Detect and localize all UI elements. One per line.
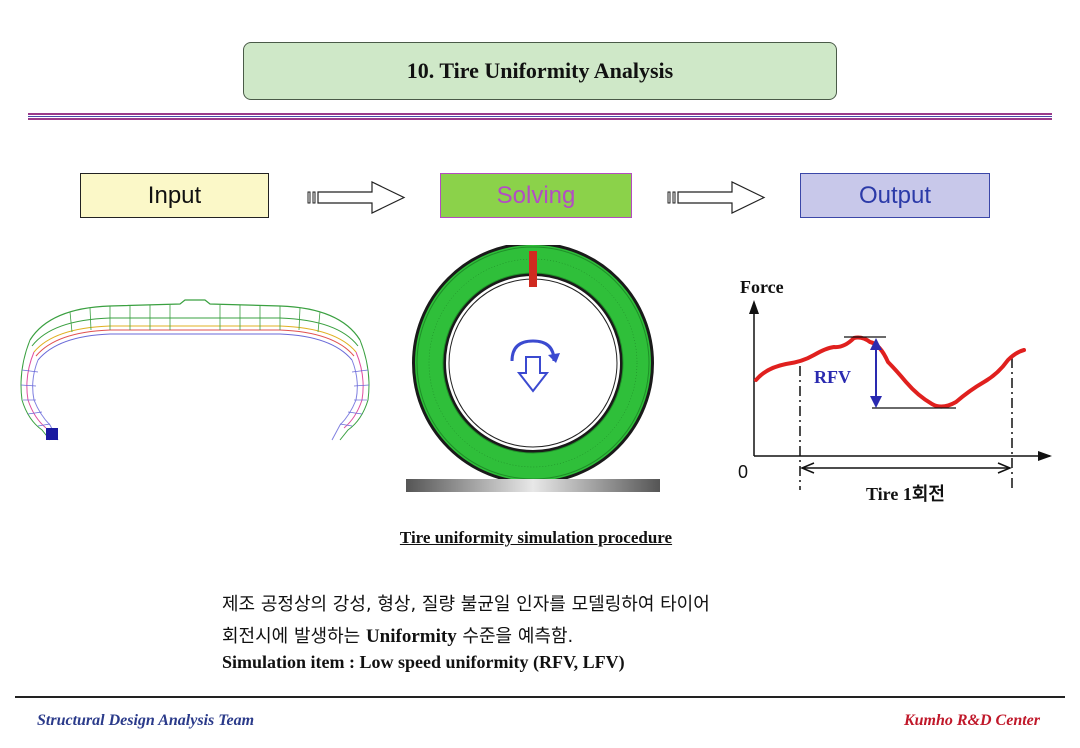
force-graph: Force 0 RFV Tire 1회전 [738, 277, 1052, 504]
force-curve [754, 335, 1026, 409]
simulation-item-line: Simulation item : Low speed uniformity (… [222, 652, 625, 672]
rotation-icon [510, 339, 560, 393]
graph-y-axis-label: Force [740, 277, 784, 297]
stage-input-box: Input [80, 173, 269, 218]
graph-origin-label: 0 [738, 462, 748, 482]
description-line-2-term: Uniformity [365, 626, 457, 647]
tire-wheel-model [406, 245, 660, 492]
flow-arrow-2 [667, 181, 766, 214]
description-line-2-part-a: 회전시에 발생하는 [222, 626, 366, 647]
header-divider [28, 113, 1052, 120]
footer-organization: Kumho R&D Center [903, 712, 1040, 729]
span-label: Tire 1회전 [866, 484, 945, 504]
stage-output-box: Output [800, 173, 990, 218]
page-title: 10. Tire Uniformity Analysis [243, 42, 837, 100]
flow-arrow-1 [307, 181, 406, 214]
tire-cross-section-mesh [20, 299, 370, 441]
rfv-label: RFV [814, 367, 851, 387]
footer-team-name: Structural Design Analysis Team [37, 712, 255, 729]
stage-solving-box: Solving [440, 173, 632, 218]
description-line-1: 제조 공정상의 강성, 형상, 질량 불균일 인자를 모델링하여 타이어 [222, 594, 710, 615]
figure-caption: Tire uniformity simulation procedure [399, 528, 673, 547]
description-line-2: 회전시에 발생하는 Uniformity 수준을 예측함. [222, 622, 573, 648]
description-line-2-part-b: 수준을 예측함. [456, 626, 574, 647]
footer-divider [15, 696, 1065, 698]
